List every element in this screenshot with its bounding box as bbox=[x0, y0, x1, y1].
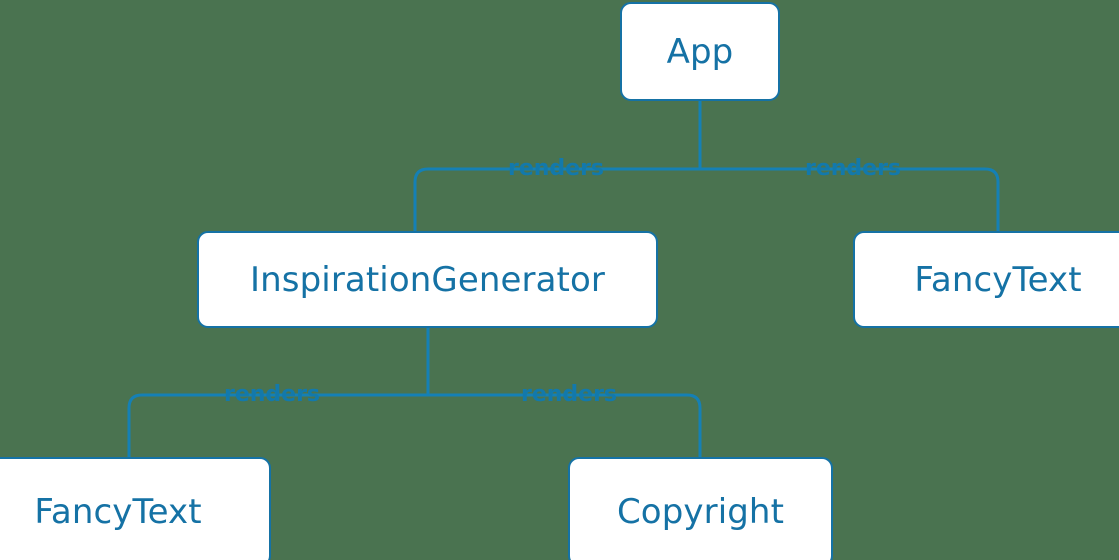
node-app[interactable]: App bbox=[620, 2, 780, 101]
node-inspirationgenerator[interactable]: InspirationGenerator bbox=[197, 231, 658, 328]
node-fancytext-right[interactable]: FancyText bbox=[853, 231, 1119, 328]
edge-app-to-fancytext-right bbox=[700, 167, 1000, 231]
node-copyright-label: Copyright bbox=[616, 492, 785, 532]
node-fancytext-left-label: FancyText bbox=[34, 492, 202, 532]
edge-inspirationgenerator-to-copyright bbox=[428, 393, 702, 457]
node-inspirationgenerator-label: InspirationGenerator bbox=[250, 259, 605, 300]
edge-label-inspirationgenerator-to-fancytext-left: renders bbox=[223, 382, 321, 407]
edge-label-app-to-fancytext-right: renders bbox=[804, 156, 902, 181]
edge-label-inspirationgenerator-to-copyright: renders bbox=[520, 382, 618, 407]
edge-inspirationgenerator-to-fancytext-left bbox=[127, 393, 428, 457]
edge-label-app-to-inspirationgenerator: renders bbox=[507, 156, 605, 181]
node-fancytext-left[interactable]: FancyText bbox=[0, 457, 271, 560]
node-app-label: App bbox=[666, 31, 734, 72]
edge-app-to-inspirationgenerator bbox=[413, 167, 700, 231]
node-copyright[interactable]: Copyright bbox=[568, 457, 833, 560]
node-fancytext-right-label: FancyText bbox=[914, 259, 1082, 300]
